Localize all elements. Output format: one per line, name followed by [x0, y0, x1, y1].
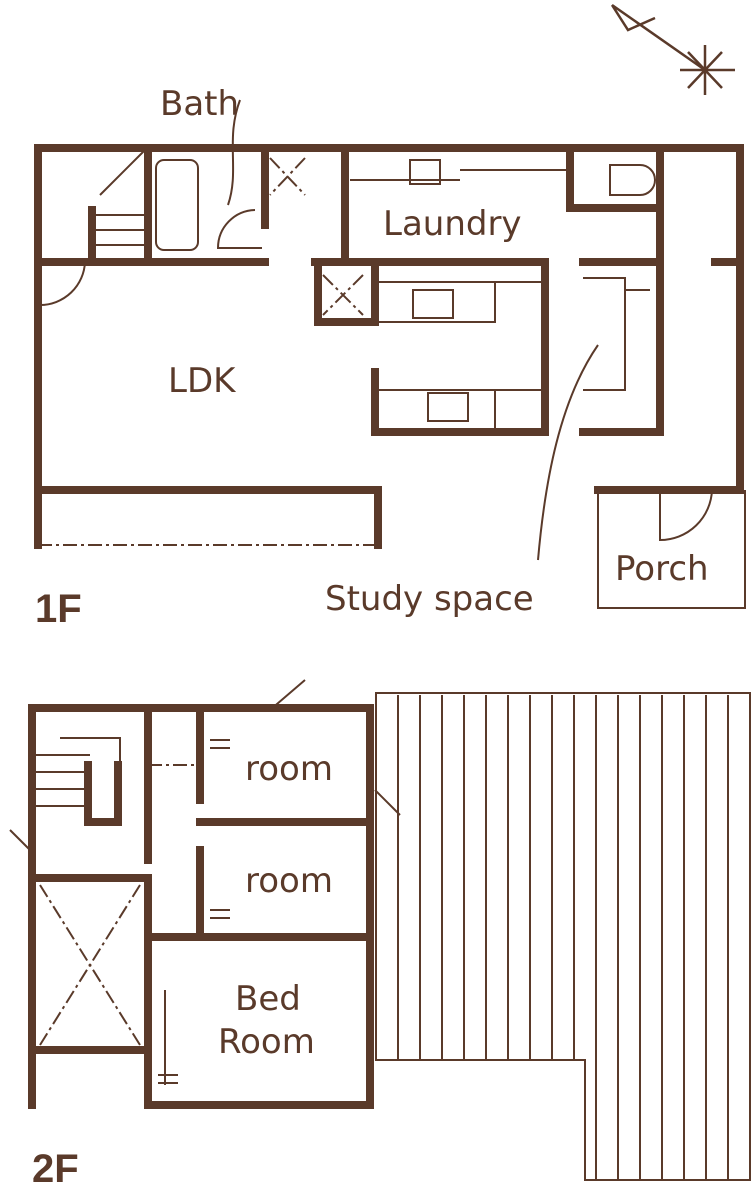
room-1-label: room [245, 749, 333, 789]
laundry-label: Laundry [383, 204, 522, 244]
room-2-label: room [245, 861, 333, 901]
bathtub-icon [155, 159, 199, 251]
floor-1-label: 1F [35, 587, 82, 631]
bedroom-label-line1: Bed [235, 979, 301, 1019]
bedroom-label-line2: Room [218, 1022, 315, 1062]
roof-deck [375, 692, 751, 1181]
floor-2-plan: room room Bed Room 2F [9, 679, 751, 1191]
ldk-label: LDK [168, 361, 237, 401]
sink-icon [427, 392, 469, 422]
north-arrow-icon [610, 3, 735, 95]
porch-label: Porch [615, 549, 709, 589]
floor-1-plan: Bath Laundry LDK Study space Porch 1F [34, 84, 746, 631]
stairs-icon [95, 149, 148, 246]
stove-icon [412, 289, 454, 319]
bath-label: Bath [160, 84, 239, 124]
floor-2-label: 2F [32, 1147, 79, 1191]
study-space-label: Study space [325, 579, 534, 619]
toilet-icon [609, 164, 656, 196]
